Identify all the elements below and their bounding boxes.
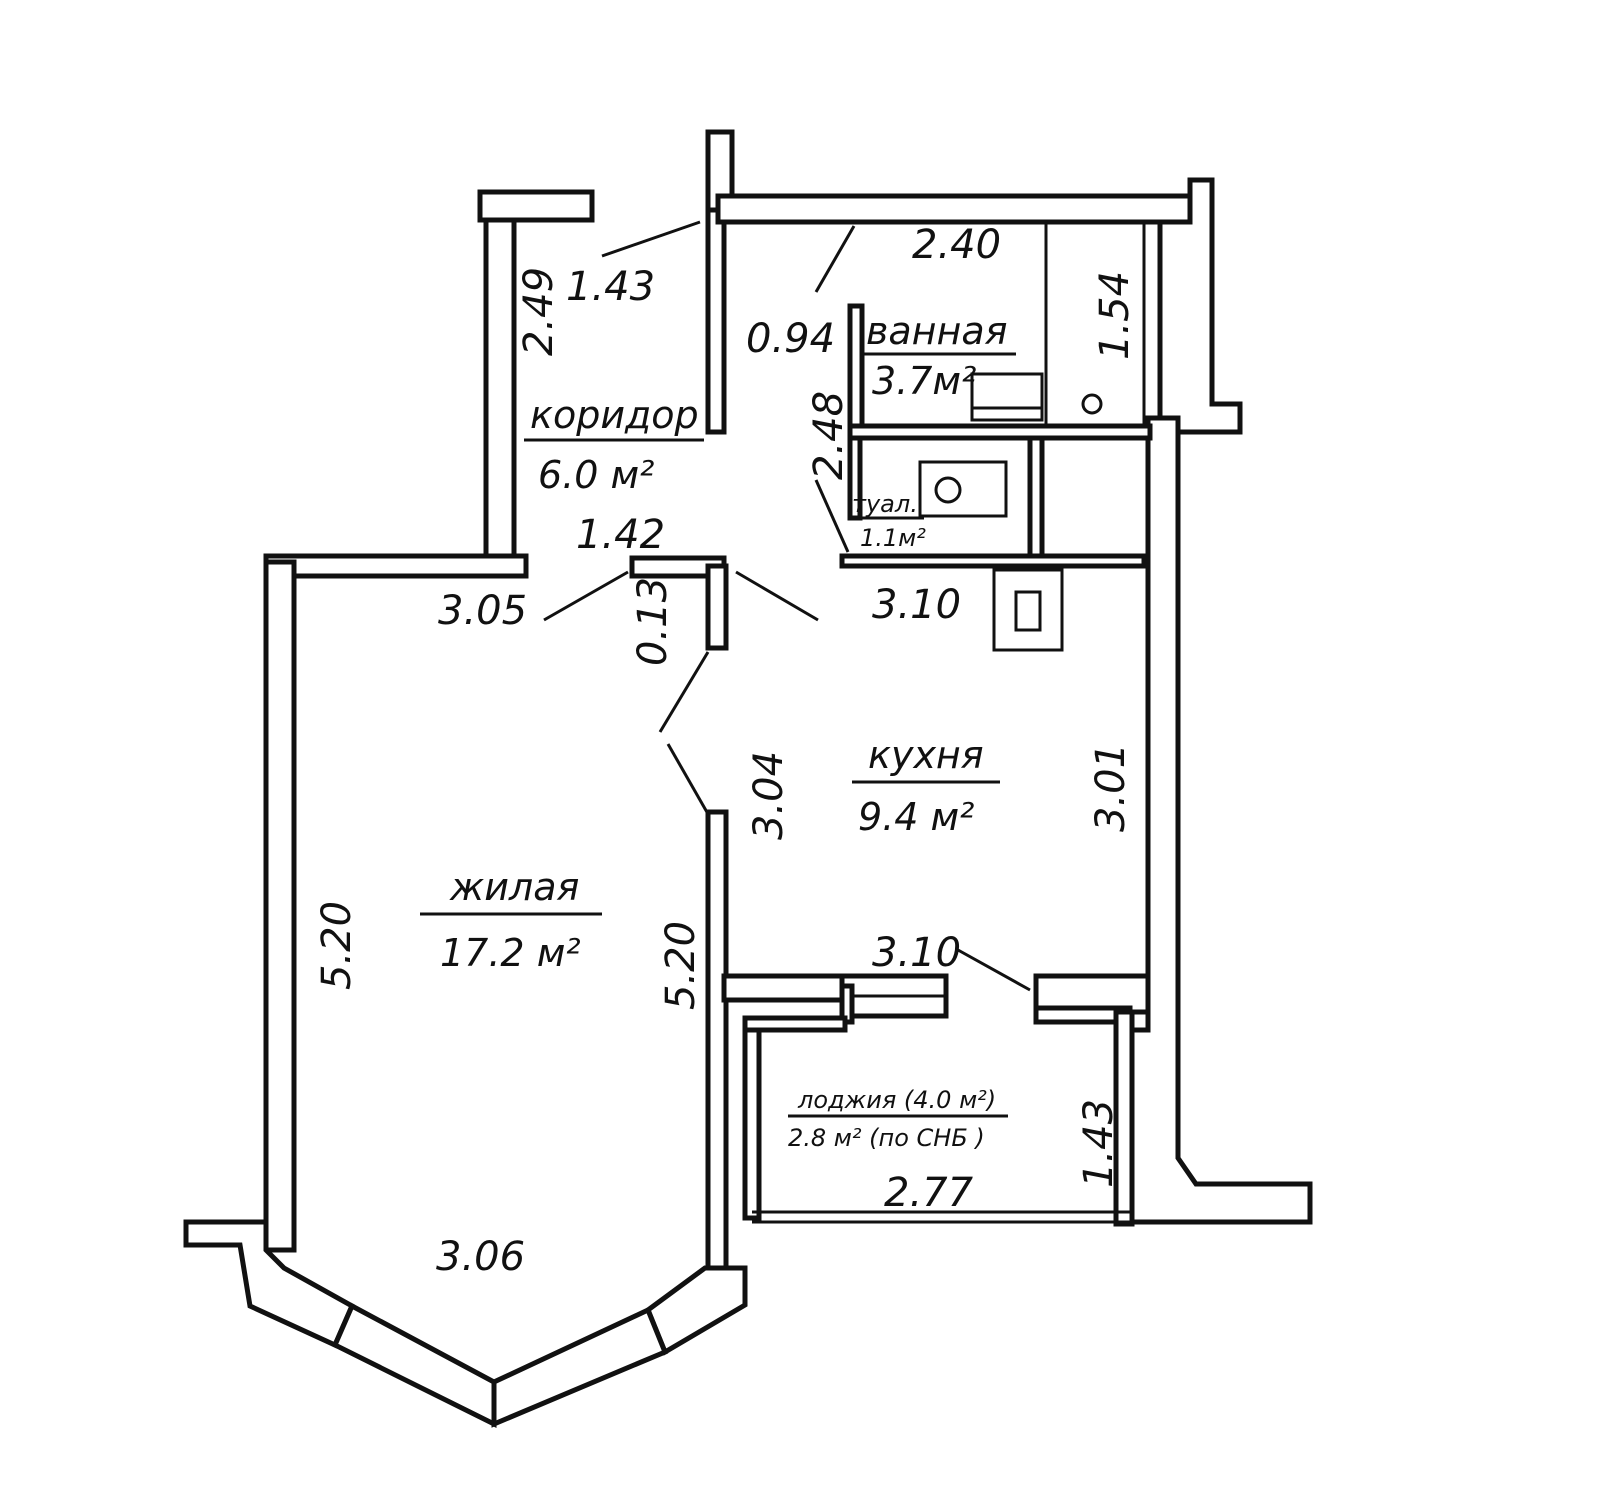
door-wc — [814, 479, 850, 553]
door-loggia — [957, 948, 1031, 992]
toilet-area: 1.1м² — [860, 524, 926, 552]
door-kitchen-living-a — [658, 651, 710, 733]
dim-kitchen-left: 3.04 — [746, 751, 792, 840]
dim-corridor-width-bottom: 1.42 — [576, 512, 665, 558]
bath-sink — [970, 372, 1044, 422]
ventilation-shaft — [992, 568, 1064, 652]
dim-bath-door: 0.94 — [746, 316, 835, 362]
wall-loggia-east — [1113, 1009, 1135, 1227]
dim-living-left: 5.20 — [314, 901, 360, 990]
wall-bath-south — [847, 423, 1153, 441]
bathtub — [1044, 220, 1146, 428]
wall-northeast — [1157, 177, 1243, 435]
kitchen-area: 9.4 м² — [858, 795, 974, 839]
window-bay-left — [331, 1302, 497, 1429]
dim-corridor-height: 2.49 — [516, 267, 562, 356]
kitchen-name: кухня — [868, 733, 984, 777]
wall-living-east-lower — [705, 809, 729, 1271]
door-bath — [814, 225, 856, 293]
living-name: жилая — [449, 865, 579, 909]
door-kitchen — [735, 570, 819, 622]
dim-kitchen-bottom: 3.10 — [872, 930, 961, 976]
window-bay-right — [491, 1306, 669, 1428]
dim-corridor-width-top: 1.43 — [566, 264, 655, 310]
wc-bowl — [934, 476, 962, 504]
wall-living-east-stub — [705, 563, 729, 651]
living-area: 17.2 м² — [440, 931, 581, 975]
ventilation-shaft-inner — [1014, 590, 1042, 632]
dim-bath-width: 2.40 — [912, 222, 1001, 268]
bathtub-drain — [1081, 393, 1103, 415]
wall-kitchen-south-left — [721, 973, 849, 1003]
dim-loggia-height: 1.43 — [1076, 1099, 1122, 1188]
wall-loggia-top — [742, 1015, 848, 1033]
door-kitchen-living-b — [666, 743, 710, 815]
wall-wc-south — [839, 553, 1147, 569]
corridor-name: коридор — [530, 393, 699, 437]
dim-living-top: 3.05 — [438, 588, 527, 634]
dim-loggia-width: 2.77 — [884, 1170, 974, 1216]
dim-living-right: 5.20 — [658, 921, 704, 1010]
wall-loggia-west — [742, 1015, 762, 1221]
door-living — [543, 570, 629, 622]
dim-bath-height: 1.54 — [1092, 271, 1138, 360]
dimensions: 2.49 1.43 1.42 2.40 0.94 1.54 2.48 3.10 … — [314, 222, 1138, 1280]
door-corridor — [601, 220, 701, 258]
dim-wc-height: 2.48 — [806, 391, 852, 480]
wall-bay-right — [644, 1265, 748, 1356]
walls — [183, 129, 1313, 1429]
wall-east-outer — [1127, 415, 1313, 1225]
bath-area: 3.7м² — [872, 359, 976, 403]
wall-wc-east — [1027, 435, 1045, 559]
bath-name: ванная — [866, 309, 1008, 353]
wc-cistern — [918, 460, 1008, 518]
dim-living-bottom: 3.06 — [436, 1234, 525, 1280]
loggia-name: лоджия (4.0 м²) — [797, 1086, 996, 1114]
wall-corridor-west — [483, 217, 517, 563]
toilet-name: туал. — [852, 490, 918, 518]
dim-kitchen-right: 3.01 — [1088, 743, 1134, 832]
loggia-area: 2.8 м² (по СНБ ) — [788, 1124, 985, 1152]
wall-corridor-top-stub — [477, 189, 595, 223]
wall-living-west — [263, 559, 297, 1253]
wall-corridor-east — [705, 207, 727, 435]
corridor-area: 6.0 м² — [538, 453, 654, 497]
dim-living-gap: 0.13 — [630, 577, 676, 666]
room-labels: коридор 6.0 м² ванная 3.7м² туал. 1.1м² … — [420, 309, 1016, 1152]
wall-living-top — [263, 553, 529, 579]
dim-kitchen-top: 3.10 — [872, 582, 961, 628]
wall-bath-north — [715, 193, 1193, 225]
